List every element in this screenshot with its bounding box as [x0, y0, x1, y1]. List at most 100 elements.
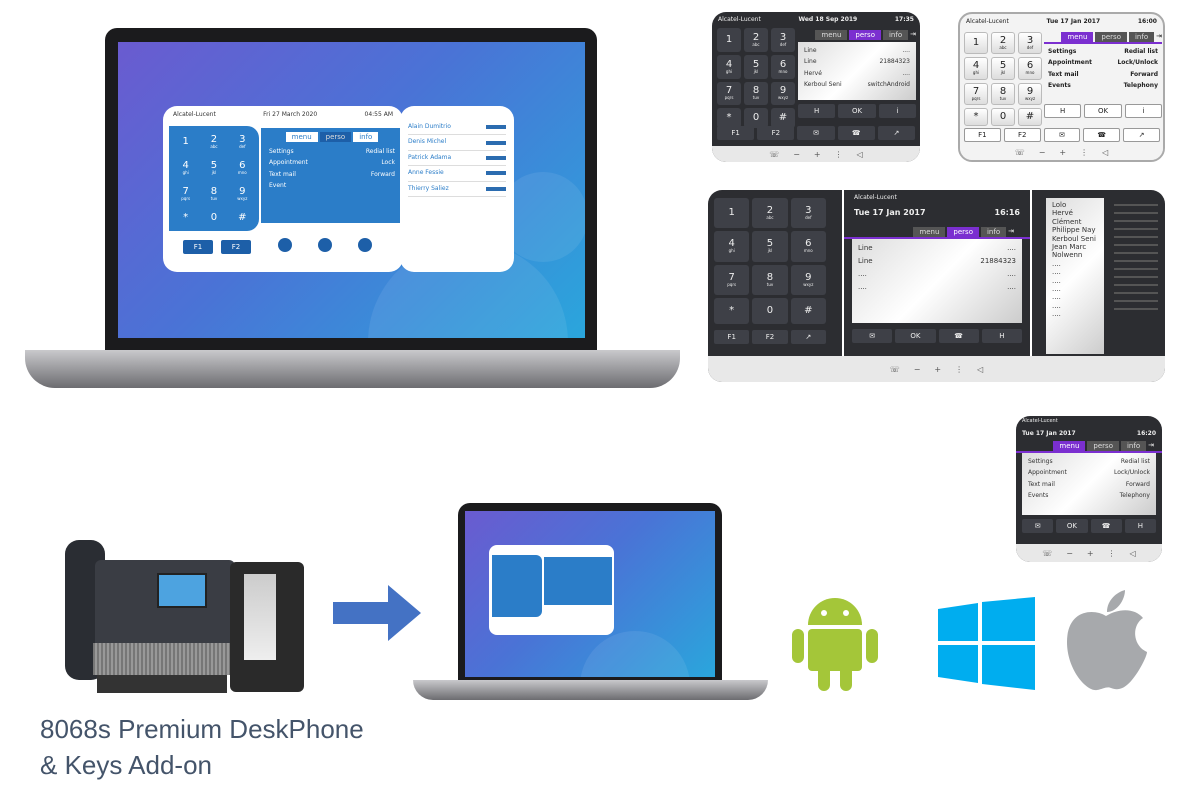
exit-icon[interactable]: ⇥ — [1008, 226, 1014, 235]
menu-item[interactable]: Telephony — [1123, 82, 1158, 90]
softkey-button[interactable]: ✉ — [1022, 518, 1054, 533]
line-row[interactable]: Event — [269, 180, 395, 191]
softkey-button[interactable]: F2 — [752, 330, 788, 344]
addon-contact[interactable]: .... — [1052, 301, 1061, 310]
softkey-button[interactable]: OK — [895, 328, 936, 343]
tab-info[interactable]: info — [1128, 32, 1155, 42]
footer-icon[interactable]: + — [1086, 548, 1094, 558]
softkey-button[interactable]: F1 — [714, 330, 750, 344]
addon-key[interactable] — [1114, 276, 1158, 278]
addon-contact[interactable]: Clément — [1052, 217, 1082, 226]
contact-row[interactable]: Alain Dumitrio — [408, 120, 506, 136]
addon-contact[interactable]: Hervé — [1052, 209, 1073, 218]
addon-key[interactable] — [1114, 220, 1158, 222]
hangup-icon[interactable] — [318, 238, 332, 252]
footer-icon[interactable]: + — [813, 149, 821, 159]
menu-item[interactable]: Appointment — [1048, 59, 1093, 67]
tab-info[interactable]: info — [353, 132, 379, 142]
softkey-button[interactable]: F2 — [1003, 128, 1041, 142]
tab-info[interactable]: info — [980, 226, 1007, 237]
mail-icon[interactable] — [278, 238, 292, 252]
contact-row[interactable]: Patrick Adama — [408, 151, 506, 167]
menu-item[interactable]: Events — [1048, 82, 1071, 90]
tab-perso[interactable]: perso — [319, 132, 352, 142]
addon-contact[interactable]: .... — [1052, 310, 1061, 319]
programmable-key[interactable] — [486, 140, 506, 145]
call-icon[interactable] — [358, 238, 372, 252]
footer-icon[interactable]: − — [793, 149, 800, 159]
softkey-button[interactable]: ✉ — [797, 126, 835, 140]
contact-row[interactable]: Anne Fessie — [408, 166, 506, 182]
footer-icon[interactable]: ◁ — [977, 364, 984, 374]
softkey-button[interactable]: ↗ — [877, 126, 916, 140]
footer-icon[interactable]: ◁ — [1102, 147, 1109, 157]
softkey-button[interactable]: F1 — [717, 126, 755, 140]
addon-key[interactable] — [1114, 204, 1158, 206]
addon-key[interactable] — [1114, 300, 1158, 302]
tab-info[interactable]: info — [1120, 440, 1147, 451]
addon-contact[interactable]: .... — [1052, 259, 1061, 268]
tab-perso[interactable]: perso — [1087, 440, 1119, 451]
tab-menu[interactable]: menu — [1061, 32, 1094, 42]
footer-icon[interactable]: − — [1038, 147, 1046, 157]
programmable-key[interactable] — [486, 186, 506, 191]
dialpad-key[interactable]: # — [230, 208, 255, 227]
menu-item[interactable]: Text mail — [1048, 70, 1079, 78]
menu-item[interactable]: Lock/Unlock — [1113, 469, 1150, 477]
exit-icon[interactable]: ⇥ — [910, 30, 916, 38]
menu-item[interactable]: Settings — [1028, 457, 1053, 465]
menu-item[interactable]: Events — [1028, 492, 1049, 500]
softkey-button[interactable]: ✉ — [1043, 128, 1081, 142]
tab-menu[interactable]: menu — [815, 30, 848, 40]
softkey-button[interactable]: ☎ — [938, 328, 979, 343]
tab-menu[interactable]: menu — [1053, 440, 1086, 451]
footer-icon[interactable]: + — [934, 364, 942, 374]
dialpad-key[interactable]: 0 — [201, 208, 226, 227]
programmable-key[interactable] — [486, 155, 506, 160]
menu-item[interactable]: Redial list — [1124, 48, 1158, 55]
addon-contact[interactable]: .... — [1052, 284, 1061, 293]
line-row[interactable]: ........ — [858, 281, 1016, 294]
softkey-button[interactable]: ☎ — [1083, 128, 1121, 142]
footer-icon[interactable]: ⋮ — [834, 149, 843, 159]
f1-button[interactable]: F1 — [183, 240, 213, 254]
contact-row[interactable]: Denis Michel — [408, 135, 506, 151]
dialpad-key[interactable]: 1 — [173, 130, 198, 153]
addon-contact[interactable]: Philippe Nay — [1052, 226, 1096, 235]
addon-key[interactable] — [1114, 268, 1158, 270]
footer-icon[interactable]: + — [1059, 147, 1067, 157]
dialpad-key[interactable]: 0 — [752, 297, 788, 324]
dialpad-key[interactable]: 1 — [714, 198, 750, 229]
addon-contact[interactable]: .... — [1052, 293, 1061, 302]
softkey-button[interactable]: ↗ — [1123, 128, 1160, 142]
programmable-key[interactable] — [486, 171, 506, 176]
line-row[interactable]: Line.... — [804, 45, 910, 56]
footer-icon[interactable]: ⋮ — [1080, 147, 1089, 157]
softkey-button[interactable]: H — [798, 104, 836, 118]
addon-contact[interactable]: Nolwenn — [1052, 251, 1083, 260]
